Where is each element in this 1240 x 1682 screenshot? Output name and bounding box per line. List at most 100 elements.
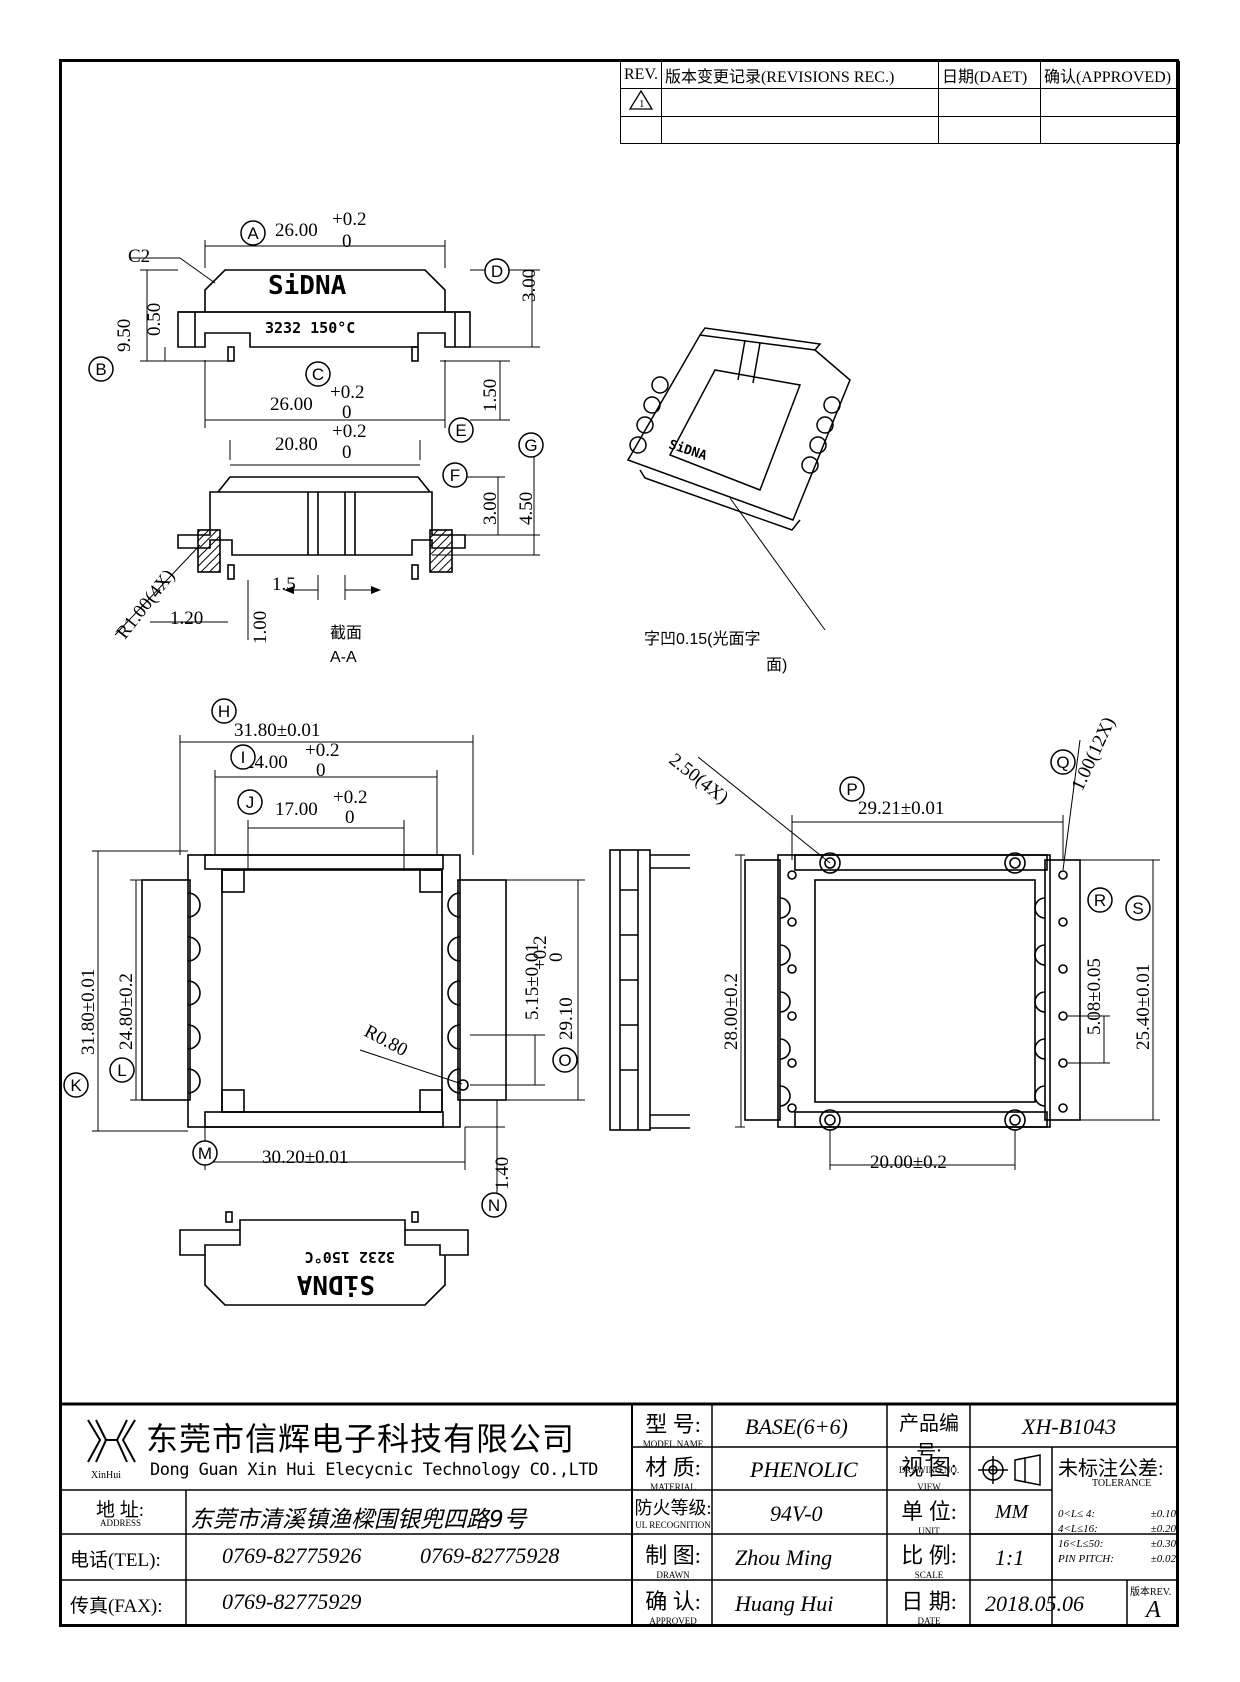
isometric-view <box>626 327 851 631</box>
svg-text:K: K <box>70 1076 82 1095</box>
svg-text:B: B <box>95 360 106 379</box>
drawn-label-cell: 制 图:DRAWN <box>645 1543 701 1580</box>
dim-j-value: 17.00 <box>275 799 318 820</box>
dim-m: 30.20±0.01 <box>262 1147 348 1168</box>
dim-p: 29.21±0.01 <box>858 798 944 819</box>
dim-5-15: 5.15±0.01 <box>522 943 543 1020</box>
approved-value: Huang Hui <box>735 1591 834 1616</box>
dim-0-50: 0.50 <box>144 303 165 336</box>
dim-1-00: 1.00 <box>250 611 271 644</box>
logo-text: XinHui <box>91 1470 121 1481</box>
svg-text:E: E <box>455 421 466 440</box>
note-line2: 面) <box>766 657 787 674</box>
svg-text:S: S <box>1132 899 1143 918</box>
flipped-brand-logo: SiDNA <box>296 1269 375 1299</box>
fax-value: 0769-82775929 <box>222 1589 362 1614</box>
scale-value: 1:1 <box>995 1545 1025 1570</box>
unit-value: MM <box>995 1501 1029 1523</box>
revision-triangle-icon: 1 <box>628 89 654 110</box>
unit-label-cell: 单 位:UNIT <box>901 1499 957 1536</box>
dim-n-1-40: 1.40 <box>492 1157 513 1190</box>
drawing-frame <box>59 59 1179 1627</box>
svg-text:C: C <box>312 365 324 384</box>
dim-2-50: 2.50(4X) <box>665 749 732 808</box>
svg-text:Q: Q <box>1056 753 1069 772</box>
circle-label-q: Q <box>1050 749 1076 775</box>
circle-label-d: D <box>484 258 510 284</box>
dim-o-tol-up: +0.2 <box>530 936 551 970</box>
dim-o-tol-dn: 0 <box>546 953 567 963</box>
circle-label-a: A <box>240 220 266 246</box>
circle-label-e: E <box>448 417 474 443</box>
tolerance-row: 16<L≤50:±0.30 <box>1058 1538 1176 1550</box>
dim-g-4-50: 4.50 <box>516 492 537 525</box>
dim-h: 31.80±0.01 <box>234 720 320 741</box>
dim-q: 1.00(12X) <box>1067 714 1119 794</box>
note-line1: 字凹0.15(光面字 <box>644 630 760 648</box>
dim-20-80-tol-dn: 0 <box>342 442 352 463</box>
svg-text:N: N <box>488 1196 500 1215</box>
dim-20-80-tol-up: +0.2 <box>332 421 366 442</box>
rev-value: A <box>1146 1597 1161 1623</box>
svg-text:J: J <box>246 793 255 812</box>
approved-label-cell: 确 认:APPROVED <box>645 1589 701 1626</box>
circle-label-l: L <box>109 1057 135 1083</box>
dim-d-3-00: 3.00 <box>519 269 540 302</box>
rev-record-header: 版本变更记录(REVISIONS REC.) <box>660 61 939 89</box>
dim-1-20: 1.20 <box>170 608 203 629</box>
circle-label-f: F <box>442 462 468 488</box>
circle-label-m: M <box>192 1140 218 1166</box>
flipped-brand-code: 3232 150°C <box>305 1248 395 1266</box>
dim-i-tol-up: +0.2 <box>305 740 339 761</box>
projection-symbol-icon <box>978 1454 1041 1486</box>
material-label-cell: 材 质:MATERIAL <box>645 1455 701 1492</box>
dim-j-tol-up: +0.2 <box>333 787 367 808</box>
tel-label: 电话(TEL): <box>70 1550 161 1571</box>
drawn-value: Zhou Ming <box>735 1545 833 1570</box>
dim-a-tol-dn: 0 <box>342 231 352 252</box>
svg-text:H: H <box>218 702 230 721</box>
tel-1: 0769-82775926 <box>222 1543 362 1568</box>
dim-e-1-50: 1.50 <box>480 379 501 412</box>
dim-i-tol-dn: 0 <box>316 760 326 781</box>
svg-text:A: A <box>247 224 259 243</box>
tolerance-title: 未标注公差: <box>1058 1458 1164 1480</box>
section-view <box>114 440 540 640</box>
ul-value: 94V-0 <box>770 1501 823 1526</box>
plan-view-left <box>92 735 585 1200</box>
side-view-narrow <box>609 849 690 1131</box>
svg-text:F: F <box>450 466 460 485</box>
dim-c2: C2 <box>128 246 150 267</box>
ul-label-cell: 防火等级:UL RECOGNITION <box>634 1498 712 1530</box>
dim-j-tol-dn: 0 <box>345 807 355 828</box>
title-block-grid <box>61 1402 1176 1627</box>
side-view-bottom <box>179 1211 469 1306</box>
plan-view-right <box>697 739 1160 1170</box>
brand-logo-text: SiDNA <box>268 271 347 301</box>
dim-20-80: 20.80 <box>275 434 318 455</box>
tolerance-table: 0<L≤ 4:±0.10 4<L≤16:±0.20 16<L≤50:±0.30 … <box>1058 1508 1176 1568</box>
svg-text:D: D <box>491 262 503 281</box>
rev-label: 版本REV. <box>1130 1587 1172 1598</box>
circle-label-k: K <box>63 1072 89 1098</box>
dim-a-tol-up: +0.2 <box>332 209 366 230</box>
tel-2: 0769-82775928 <box>420 1543 560 1568</box>
brand-code-text: 3232 150°C <box>265 319 355 337</box>
tolerance-row: 0<L≤ 4:±0.10 <box>1058 1508 1176 1520</box>
svg-text:P: P <box>846 780 857 799</box>
company-name-en: Dong Guan Xin Hui Elecycnic Technology C… <box>150 1460 598 1480</box>
tolerance-row: PIN PITCH:±0.02 <box>1058 1553 1176 1565</box>
drawing-no-label-cell: 产品编号:DRAWING NO. <box>898 1413 960 1475</box>
circle-label-s: S <box>1125 895 1151 921</box>
dim-20-00: 20.00±0.2 <box>870 1152 947 1173</box>
svg-text:I: I <box>241 748 246 767</box>
svg-text:G: G <box>524 436 537 455</box>
svg-text:L: L <box>117 1061 126 1080</box>
circle-label-b: B <box>88 356 114 382</box>
svg-text:1: 1 <box>639 98 645 110</box>
svg-text:O: O <box>558 1051 571 1070</box>
tolerance-title-en: TOLERANCE <box>1092 1478 1152 1489</box>
drawing-no-value: XH-B1043 <box>1022 1414 1117 1439</box>
dim-r1-00: R1.00(4X) <box>112 566 179 643</box>
